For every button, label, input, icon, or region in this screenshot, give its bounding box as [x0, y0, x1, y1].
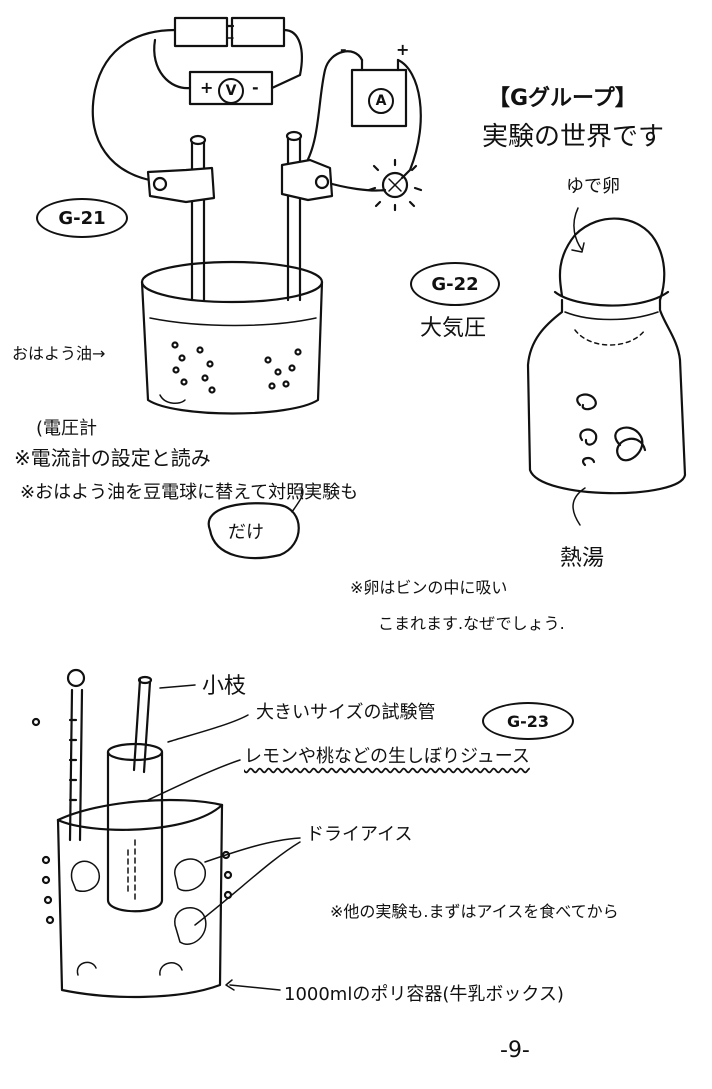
egg-neck-line	[553, 290, 670, 307]
g23-note: ※他の実験も.まずはアイスを食べてから	[330, 902, 619, 921]
container-rim-back	[56, 798, 224, 822]
battery-left	[173, 16, 229, 48]
g21-label: G-21	[36, 198, 128, 238]
dryice-pointer-b	[194, 841, 301, 926]
twig	[132, 678, 152, 774]
wire-top-right	[270, 28, 303, 90]
ammeter-symbol: A	[368, 88, 394, 114]
g21-note-1: ※電流計の設定と読み	[14, 446, 211, 470]
electrode-right-top	[285, 130, 303, 142]
clamp-right-screw	[314, 174, 330, 190]
hot-water-swirls	[576, 393, 647, 467]
oil-bubbles	[171, 341, 302, 394]
g22-note-line-2: こまれます.なぜでしょう.	[378, 614, 565, 633]
g21-circuit	[91, 16, 423, 415]
dryice-pointer-a	[204, 837, 301, 863]
container-label: 1000mlのポリ容器(牛乳ボックス)	[284, 984, 564, 1005]
tube-pointer	[167, 714, 249, 743]
lamp-rays	[367, 158, 423, 212]
twig-label: 小枝	[202, 674, 247, 699]
clamp-left-screw	[152, 176, 168, 192]
g22-note-line-1: ※卵はビンの中に吸い	[350, 578, 508, 597]
juice-label: レモンや桃などの生しぼりジュース	[244, 746, 530, 767]
container-pointer	[229, 984, 281, 991]
voltmeter-plus: +	[200, 78, 214, 97]
group-title: 【Gグループ】	[488, 86, 637, 111]
beaker-body	[140, 280, 324, 415]
dry-ice-b	[174, 858, 206, 892]
dry-ice-label: ドライアイス	[306, 824, 413, 845]
dry-ice-a	[70, 860, 101, 892]
beaker-highlight	[159, 394, 186, 405]
beaker-rim	[140, 260, 324, 304]
ammeter-minus: -	[340, 40, 347, 59]
container-body	[56, 803, 224, 999]
g23-container	[31, 668, 301, 999]
twig-top	[137, 675, 153, 685]
voltmeter-minus: -	[252, 78, 259, 97]
battery-right	[230, 16, 286, 48]
dry-ice-e	[159, 962, 183, 976]
thermometer-bulb-top	[66, 668, 86, 688]
electrode-left-top	[189, 134, 207, 146]
clamp-right	[280, 158, 334, 202]
dake-bubble-text: だけ	[228, 522, 264, 543]
juice-pointer	[147, 759, 241, 801]
clamp-left	[146, 166, 216, 204]
container-bubbles	[31, 717, 233, 925]
g21-note-2: ※おはよう油を豆電球に替えて対照実験も	[20, 482, 359, 503]
dake-bubble-tail	[291, 487, 304, 513]
electrode-left	[190, 140, 206, 302]
egg-pointer-head	[571, 242, 585, 253]
voltmeter-symbol: V	[218, 78, 244, 104]
egg-label: ゆで卵	[566, 176, 620, 197]
wire-left	[91, 28, 177, 184]
bottle-shoulder	[564, 311, 659, 321]
oil-label: おはよう油→	[12, 344, 106, 363]
bottle-body	[526, 298, 687, 495]
wire-voltmeter	[153, 38, 192, 90]
ammeter-box	[350, 68, 408, 128]
thermometer-ticks	[68, 718, 78, 802]
dry-ice-c	[174, 907, 207, 945]
boiled-egg	[558, 217, 666, 302]
wire-ammeter	[303, 50, 364, 167]
twig-pointer	[159, 684, 196, 689]
g22-label: G-22	[410, 262, 500, 306]
wire-lamp-electrode	[323, 180, 387, 192]
g22-title: 大気圧	[420, 316, 487, 341]
container-pointer-head	[225, 979, 235, 991]
voltmeter-note: (電圧計	[36, 418, 98, 439]
page-number: -9-	[500, 1038, 530, 1063]
hot-water-label: 熱湯	[560, 546, 605, 571]
bottle-dashed	[574, 329, 646, 346]
page-subtitle: 実験の世界です	[482, 122, 665, 152]
container-rim-front	[56, 803, 224, 831]
ammeter-plus: +	[396, 40, 410, 59]
dake-bubble-shape	[207, 502, 300, 560]
thermometer-stem	[68, 688, 84, 842]
hot-water-pointer	[572, 487, 586, 526]
g22-bottle	[526, 207, 687, 526]
tube-label: 大きいサイズの試験管	[256, 702, 436, 723]
lamp-cross-b	[388, 178, 402, 192]
dry-ice-d	[76, 961, 97, 976]
wire-ammeter-lamp	[396, 58, 422, 180]
egg-pointer	[573, 207, 583, 251]
test-tube-dashes	[127, 839, 136, 901]
oil-surface	[149, 317, 317, 327]
test-tube	[106, 750, 164, 913]
g23-label: G-23	[482, 702, 574, 740]
lamp-bulb	[381, 171, 409, 199]
